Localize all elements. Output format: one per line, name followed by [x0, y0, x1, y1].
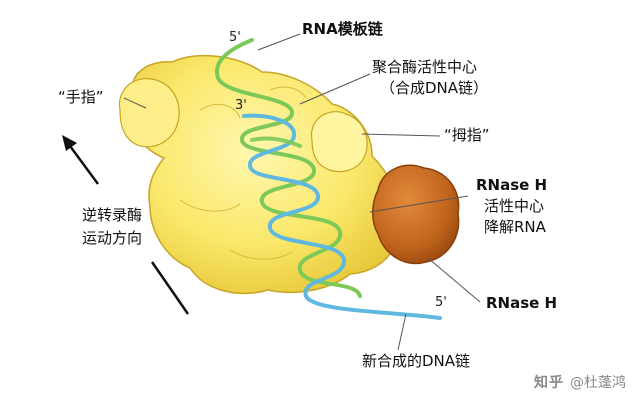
- watermark-handle: @杜蓬鸿: [570, 375, 626, 391]
- new-dna-strand: [242, 113, 442, 320]
- rnase-h-domain: [372, 164, 460, 265]
- rnase-center-label-2: 活性中心: [484, 197, 545, 215]
- direction-arrow: [62, 135, 100, 185]
- three-prime-label: 3': [235, 98, 247, 113]
- rna-template-strand: [214, 38, 362, 298]
- rnase-center-label-1: RNase H: [476, 176, 548, 194]
- rnase-h-label: RNase H: [486, 294, 558, 312]
- new-dna-label: 新合成的DNA链: [362, 352, 471, 370]
- direction-tail-line: [150, 261, 190, 315]
- fingers-label: “手指”: [58, 88, 104, 106]
- five-prime-bottom-label: 5': [435, 295, 447, 310]
- fingers-lobe: [118, 78, 180, 148]
- helix: [214, 38, 442, 320]
- polymerase-center-label: 聚合酶活性中心: [372, 58, 478, 76]
- polymerase-center-sub-label: （合成DNA链）: [380, 79, 489, 97]
- watermark-logo: 知乎: [534, 375, 564, 391]
- rna-template-label: RNA模板链: [302, 20, 383, 38]
- direction-label-1: 逆转录酶: [82, 206, 143, 224]
- thumb-lobe: [310, 111, 368, 173]
- direction-label-2: 运动方向: [82, 229, 143, 247]
- thumb-label: “拇指”: [444, 126, 490, 144]
- leader-lines: [123, 33, 481, 351]
- five-prime-top-label: 5': [229, 30, 241, 45]
- watermark: 知乎 @杜蓬鸿: [534, 372, 626, 392]
- rnase-center-label-3: 降解RNA: [484, 218, 546, 236]
